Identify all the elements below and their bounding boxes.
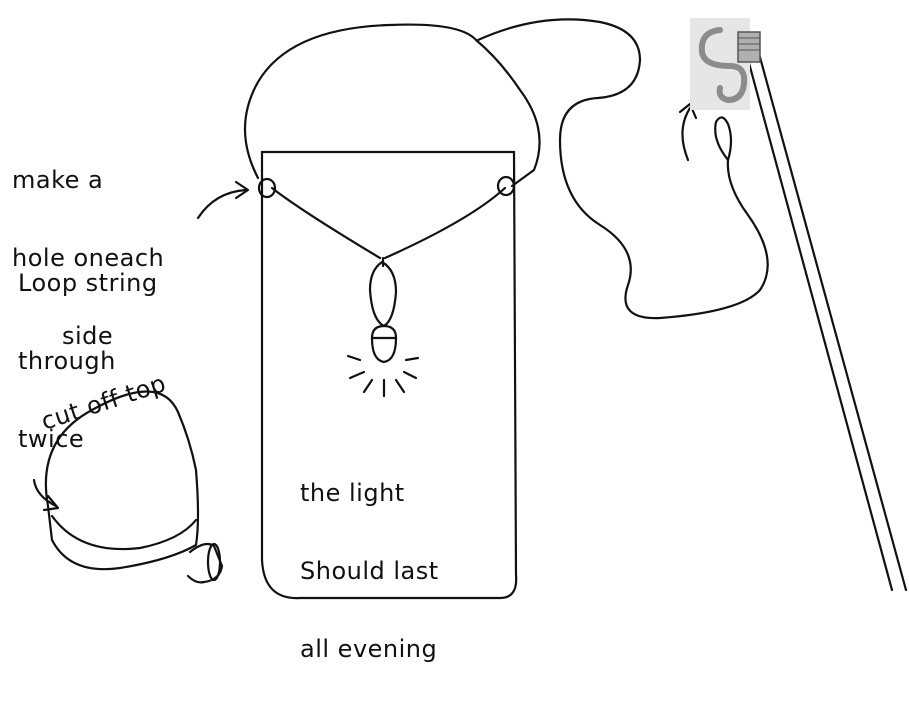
label-light-lasts-line-3: all evening [300, 636, 439, 662]
label-light-lasts: the light Should last all evening [300, 428, 439, 714]
string-right [385, 188, 505, 258]
s-hook-icon [690, 18, 760, 110]
string-left [272, 188, 380, 258]
candle-body [370, 262, 396, 326]
label-light-lasts-line-2: Should last [300, 558, 439, 584]
label-loop-string-line-3: twice [18, 426, 158, 452]
lantern-diagram: make a hole oneach side Loop string thro… [0, 0, 909, 603]
arrow-to-hole [198, 190, 246, 218]
label-loop-string: Loop string through twice [18, 218, 158, 504]
label-light-lasts-line-1: the light [300, 480, 439, 506]
label-loop-string-line-2: through [18, 348, 158, 374]
label-make-hole-line-1: make a [12, 167, 164, 193]
string-loop [245, 25, 540, 186]
stick-right-edge [758, 50, 906, 590]
candle-flame [372, 326, 396, 362]
stick-left-edge [746, 52, 892, 590]
string-small-loop [715, 117, 731, 160]
label-loop-string-line-1: Loop string [18, 270, 158, 296]
curved-arrow-hook [682, 108, 690, 160]
